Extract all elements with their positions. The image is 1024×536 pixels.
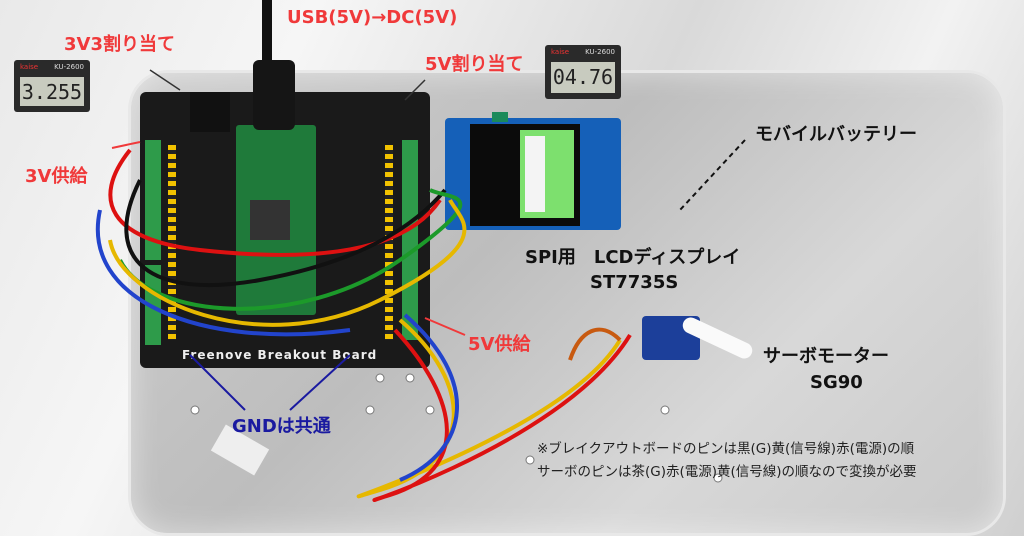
battery-arrow (679, 139, 746, 211)
meter-reading: 3.255 (20, 77, 84, 106)
header-pins-left (168, 145, 176, 340)
multimeter-left: kaise KU-2600 3.255 (14, 60, 90, 112)
wire-red-2 (372, 328, 632, 503)
meter-reading: 04.76 (551, 62, 615, 93)
label-lcd: SPI用 LCDディスプレイ (525, 247, 741, 268)
meter-brand: kaise (551, 48, 570, 56)
wire-blue-2 (399, 313, 459, 482)
meter-model: KU-2600 (585, 48, 615, 56)
wire-green-1 (118, 188, 463, 311)
label-lcd-model: ST7735S (590, 272, 679, 293)
wire-yellow-1 (108, 199, 467, 327)
label-usb-dc: USB(5V)→DC(5V) (287, 7, 458, 28)
usb-plug (253, 60, 295, 130)
note-servo-pins: サーボのピンは茶(G)赤(電源)黄(信号線)の順なので変換が必要 (537, 464, 917, 480)
label-3v-supply: 3V供給 (25, 166, 88, 187)
lcd-display-bar (525, 136, 545, 212)
wire-blue-1 (96, 209, 351, 337)
label-servo-model: SG90 (810, 372, 863, 393)
label-mobile-battery: モバイルバッテリー (755, 124, 917, 145)
wire-red-1 (108, 148, 442, 257)
meter-model: KU-2600 (54, 63, 84, 71)
terminal-block-left (145, 140, 161, 260)
connector (210, 424, 270, 476)
label-5v-assign: 5V割り当て (425, 54, 524, 75)
board-name: Freenove Breakout Board (182, 348, 378, 362)
terminal-block-right (402, 140, 418, 340)
label-3v3-assign: 3V3割り当て (64, 34, 175, 55)
label-5v-supply: 5V供給 (468, 334, 531, 355)
wire-black-1 (124, 179, 447, 288)
multimeter-right: kaise KU-2600 04.76 (545, 45, 621, 99)
note-breakout-pins: ※ブレイクアウトボードのピンは黒(G)黄(信号線)赤(電源)の順 (537, 441, 915, 457)
lcd-tab (492, 112, 508, 122)
meter-brand: kaise (20, 63, 39, 71)
header-pins-right (385, 145, 393, 340)
wire-yellow-2 (356, 318, 622, 499)
pico-chip (250, 200, 290, 240)
usb-cable (262, 0, 272, 62)
servo-wire (568, 327, 622, 361)
label-gnd-common: GNDは共通 (232, 416, 331, 437)
label-servo: サーボモーター (763, 346, 889, 367)
dc-jack (190, 92, 230, 132)
